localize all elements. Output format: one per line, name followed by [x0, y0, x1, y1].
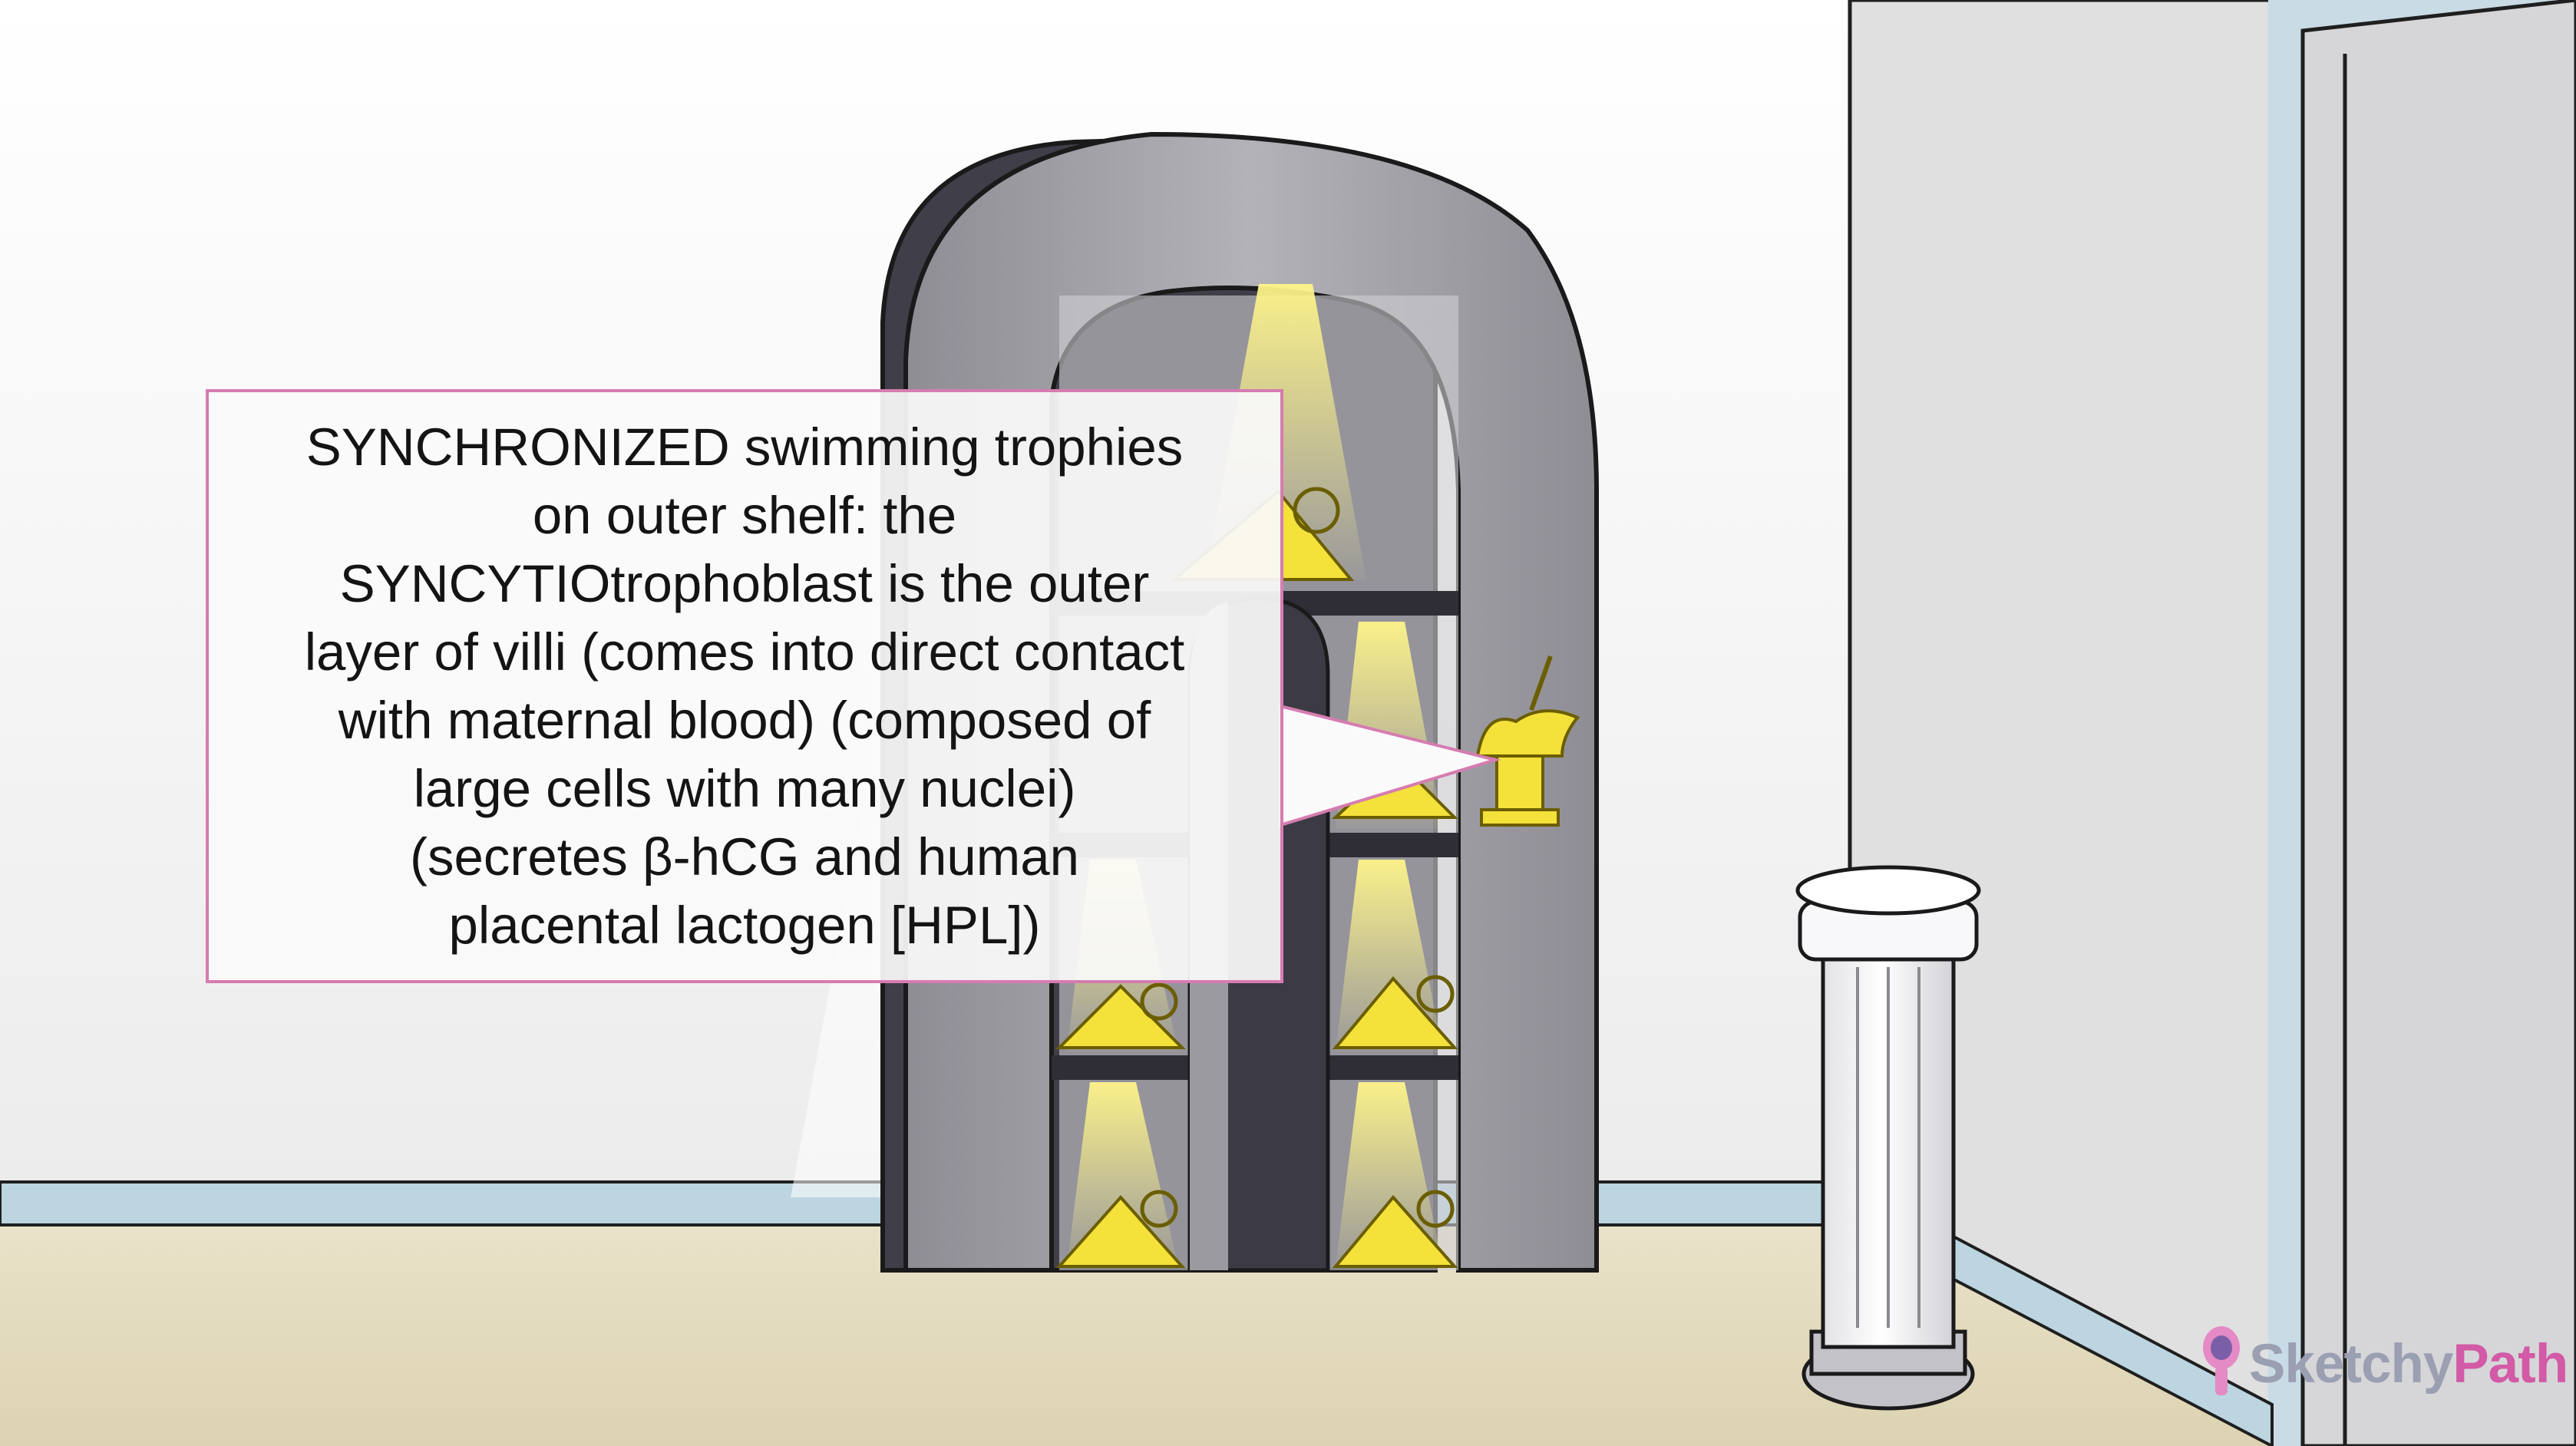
- trophy: [1055, 982, 1186, 1049]
- outer-shelf-trophy: [1475, 655, 1580, 827]
- trophy: [1332, 975, 1458, 1049]
- callout-text: SYNCHRONIZED swimming trophies on outer …: [304, 418, 1185, 955]
- brand-word-path: Path: [2452, 1333, 2568, 1395]
- trophy: [1332, 1190, 1458, 1268]
- annotation-callout: SYNCHRONIZED swimming trophies on outer …: [206, 389, 1283, 983]
- sketchy-pin-icon: [2203, 1326, 2240, 1395]
- trophy: [1055, 1190, 1186, 1268]
- pillar: [1795, 865, 1981, 1411]
- brand-word-sketchy: Sketchy: [2249, 1333, 2453, 1395]
- door: [2300, 0, 2576, 1446]
- floor: [0, 1225, 2272, 1446]
